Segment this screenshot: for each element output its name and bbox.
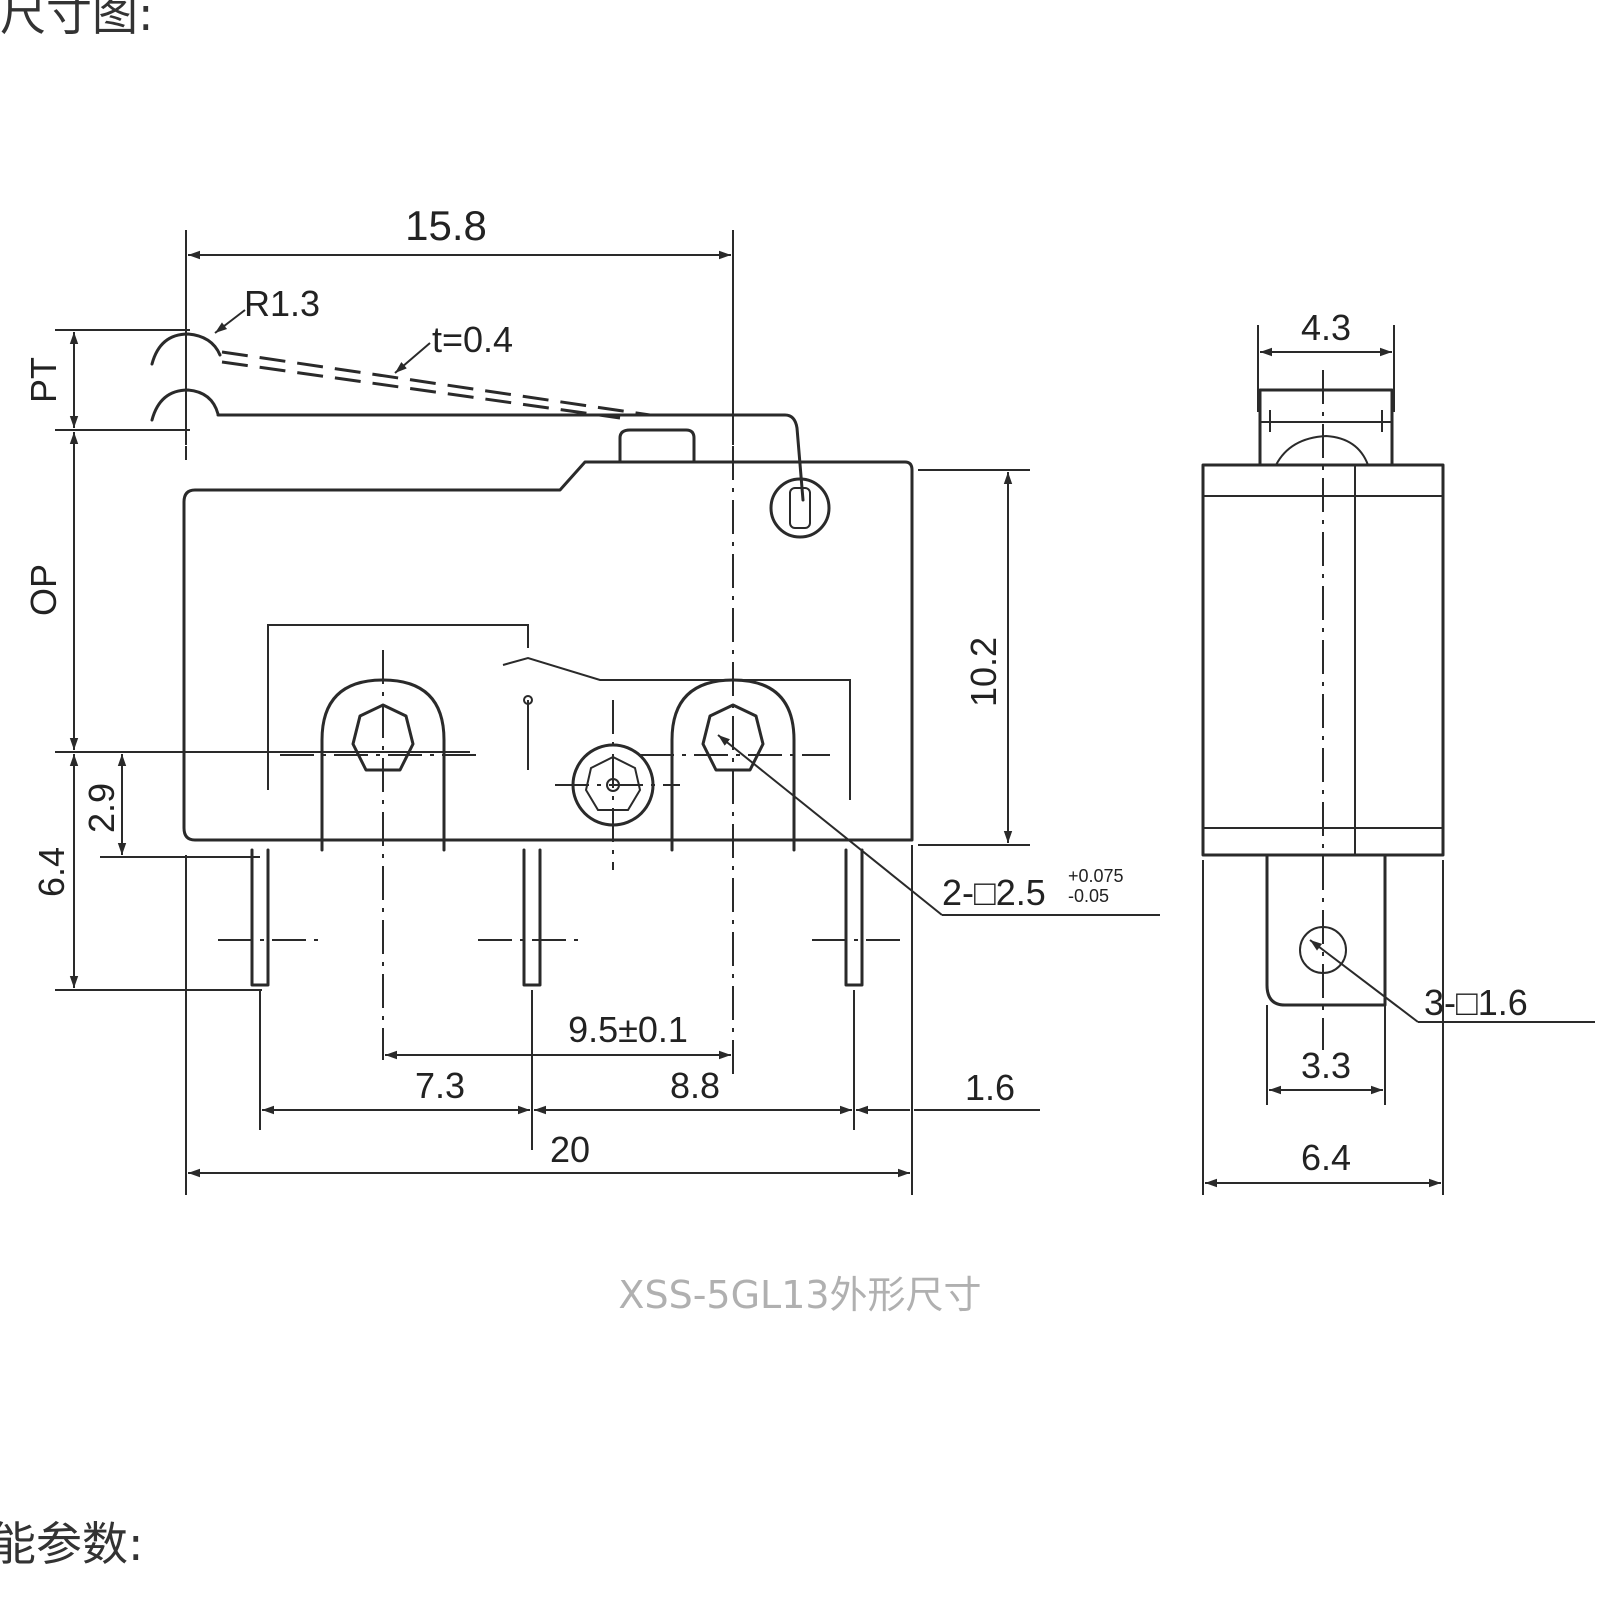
pin-left — [250, 848, 270, 987]
dim-15-8: 15.8 — [405, 202, 487, 249]
dim-3-3: 3.3 — [1301, 1045, 1351, 1086]
lever-pressed-outline-b — [221, 360, 621, 420]
lever-tip-pressed — [150, 332, 222, 366]
pin-right — [844, 848, 864, 987]
side-terminal — [1265, 853, 1387, 1007]
dim-6-4-left: 6.4 — [31, 847, 72, 897]
dim-r1-3: R1.3 — [244, 283, 320, 324]
lever-tip-rest — [150, 388, 220, 422]
dim-8-8: 8.8 — [670, 1065, 720, 1106]
front-view: 15.8 R1.3 t=0.4 PT OP 2.9 6.4 10.2 2-□2.… — [23, 202, 1160, 1195]
side-plunger — [1258, 388, 1394, 467]
dim-20: 20 — [550, 1129, 590, 1170]
drawing-caption: XSS-5GL13外形尺寸 — [618, 1273, 981, 1317]
side-view: 4.3 3-□1.6 3.3 6.4 — [1201, 307, 1595, 1195]
side-housing — [1201, 463, 1445, 857]
dim-10-2: 10.2 — [963, 637, 1004, 707]
pin-center — [522, 848, 542, 987]
lever-pressed-outline-a — [221, 350, 651, 417]
dim-9-5: 9.5±0.1 — [568, 1009, 688, 1050]
top-section-heading: 尺寸图: — [0, 0, 154, 41]
inner-contact-outline — [267, 624, 529, 790]
dim-4-3: 4.3 — [1301, 307, 1351, 348]
dim-6-4-side: 6.4 — [1301, 1137, 1351, 1178]
plunger-button — [618, 428, 696, 464]
side-hole-callout: 3-□1.6 — [1424, 982, 1528, 1023]
label-pt: PT — [23, 357, 64, 403]
dim-1-6: 1.6 — [965, 1067, 1015, 1108]
switch-housing — [182, 460, 914, 842]
bottom-section-heading: 能参数: — [0, 1517, 144, 1571]
lever-pivot — [769, 477, 831, 539]
label-op: OP — [23, 564, 64, 616]
dim-t0-4: t=0.4 — [432, 319, 513, 360]
hole-tolerance-plus: +0.075 — [1068, 866, 1124, 886]
hole-tolerance-minus: -0.05 — [1068, 886, 1109, 906]
dim-7-3: 7.3 — [415, 1065, 465, 1106]
lever-arm — [216, 413, 805, 502]
dim-2-9: 2.9 — [81, 783, 122, 833]
hole-callout-main: 2-□2.5 — [942, 872, 1046, 913]
